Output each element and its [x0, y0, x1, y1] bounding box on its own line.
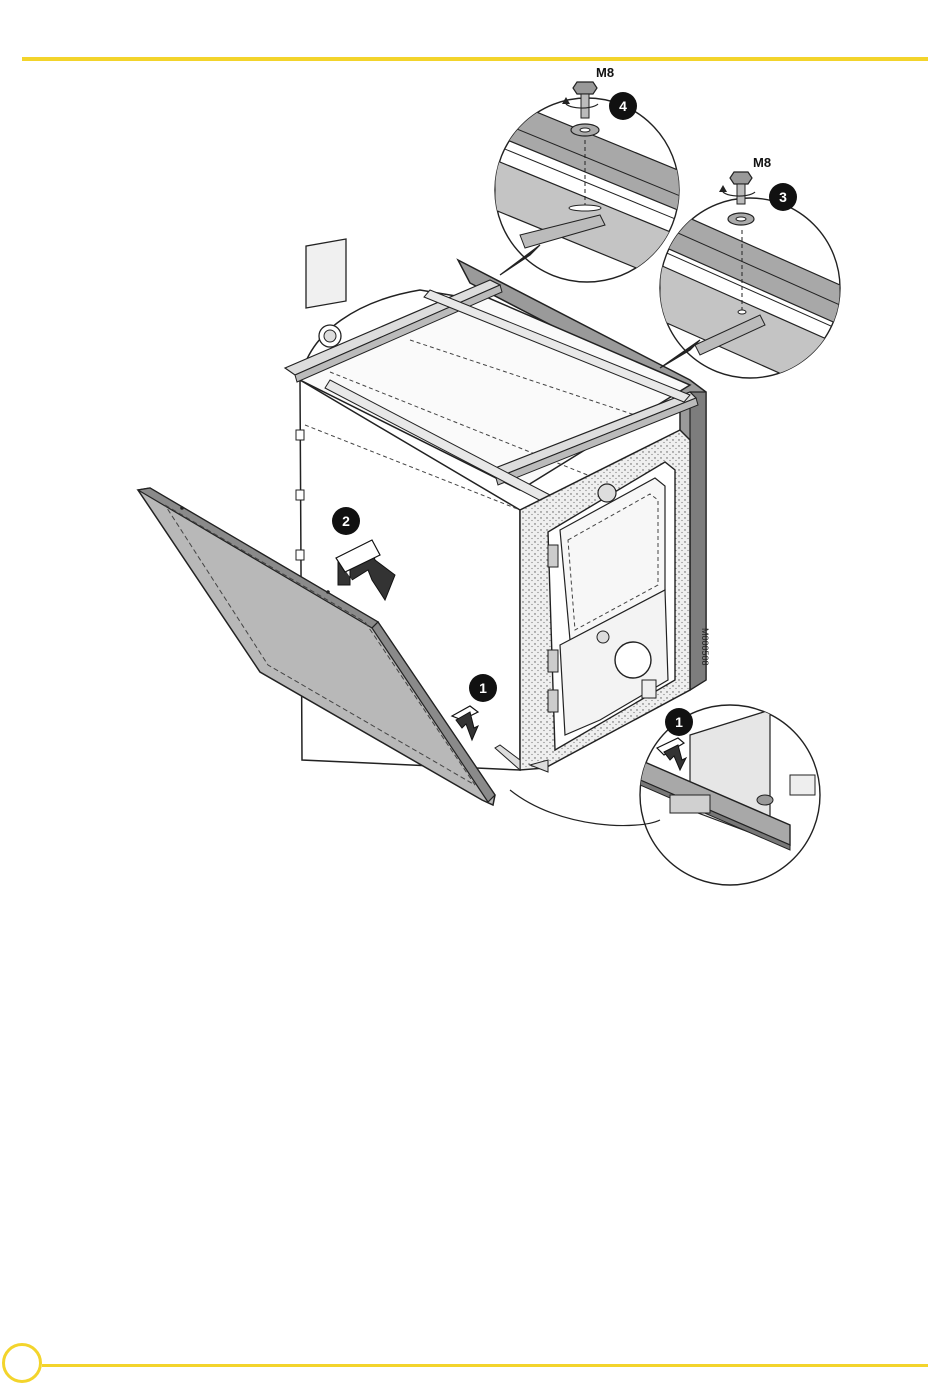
footer-rule — [42, 1364, 928, 1367]
step-badge-4: 4 — [609, 92, 637, 120]
svg-text:2: 2 — [342, 513, 350, 529]
svg-text:1: 1 — [675, 714, 683, 730]
bolt-size-label-3: M8 — [753, 155, 771, 170]
detail-circle-3 — [660, 172, 840, 400]
figure-code: M000508 — [700, 628, 710, 666]
step-badge-3: 3 — [769, 183, 797, 211]
step-badge-1-main: 1 — [469, 674, 497, 702]
step-badge-1-detail: 1 — [665, 708, 693, 736]
svg-text:3: 3 — [779, 189, 787, 205]
detail-circle-4 — [495, 82, 690, 290]
bolt-size-label-4: M8 — [596, 65, 614, 80]
boiler-front — [520, 430, 690, 770]
svg-text:1: 1 — [479, 680, 487, 696]
svg-text:4: 4 — [619, 98, 627, 114]
page-number-circle — [2, 1343, 42, 1383]
step-badge-2: 2 — [332, 507, 360, 535]
